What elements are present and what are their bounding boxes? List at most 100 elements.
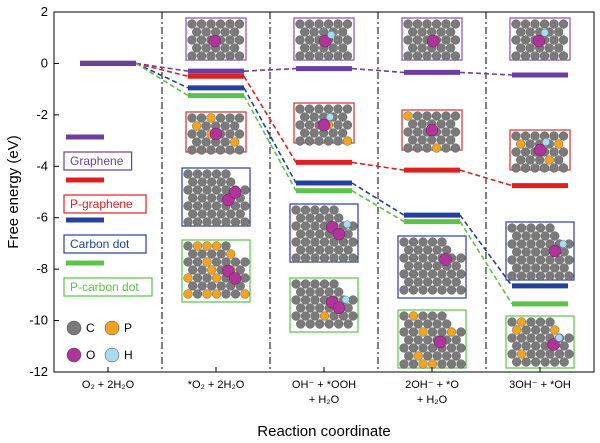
atom-sphere xyxy=(300,311,311,321)
atom-sphere xyxy=(310,295,320,305)
oxygen-atom xyxy=(317,118,331,132)
atom-sphere xyxy=(427,327,438,337)
atom-sphere xyxy=(300,237,311,247)
atom-sphere xyxy=(216,249,226,259)
atom-sphere xyxy=(324,287,334,297)
atom-sphere xyxy=(442,319,452,329)
atom-sphere xyxy=(240,257,250,267)
atom-sphere xyxy=(535,255,546,265)
atom-sphere xyxy=(539,163,550,173)
atom-sphere xyxy=(558,19,569,29)
atom-sphere xyxy=(333,136,343,146)
atom-sphere xyxy=(215,51,226,61)
connector-line xyxy=(459,71,513,76)
atom-sphere xyxy=(315,229,325,239)
atom-sphere xyxy=(450,19,461,29)
oxygen-atom xyxy=(533,143,547,157)
atom-sphere xyxy=(512,341,522,351)
atom-sphere xyxy=(221,241,231,251)
atom-sphere xyxy=(535,271,546,281)
y-tick-label: -6 xyxy=(36,210,48,225)
hydrogen-atom xyxy=(555,333,563,342)
atom-sphere xyxy=(516,27,526,37)
atom-sphere xyxy=(408,119,418,129)
y-axis-title: Free energy (eV) xyxy=(5,135,22,248)
atom-sphere xyxy=(183,241,193,251)
atom-sphere xyxy=(234,113,245,123)
atom-sphere xyxy=(526,255,536,265)
atom-sphere xyxy=(446,43,456,53)
atom-sphere xyxy=(408,135,418,145)
atom-sphere xyxy=(296,229,306,239)
atom-sphere xyxy=(188,281,198,291)
legend-label: Graphene xyxy=(70,154,124,168)
atom-sphere xyxy=(235,209,245,219)
atom-sphere xyxy=(343,245,353,255)
atom-sphere xyxy=(403,19,413,29)
connector-line xyxy=(243,67,297,72)
atom-sphere xyxy=(305,303,315,313)
atom-sphere xyxy=(432,277,442,287)
atom-sphere xyxy=(202,169,212,179)
atom-sphere xyxy=(545,349,555,359)
atom-sphere xyxy=(456,285,466,295)
structure-graphene-1 xyxy=(185,17,247,61)
atom-legend-label: C xyxy=(86,321,95,335)
atom-legend-swatch xyxy=(66,320,82,336)
atom-sphere xyxy=(329,205,339,215)
atom-sphere xyxy=(408,311,419,321)
atom-sphere xyxy=(417,27,427,37)
atom-sphere xyxy=(201,43,211,53)
atom-sphere xyxy=(202,257,212,267)
atom-sphere xyxy=(412,35,423,45)
atom-sphere xyxy=(564,349,574,359)
energy-levels xyxy=(80,60,568,307)
atom-sphere xyxy=(540,263,550,273)
atom-sphere xyxy=(334,287,344,297)
oxygen-atom xyxy=(547,338,560,351)
atom-sphere xyxy=(305,245,315,255)
atom-sphere xyxy=(525,43,535,53)
atom-sphere xyxy=(516,317,527,327)
atom-sphere xyxy=(211,241,222,251)
atom-sphere xyxy=(530,51,540,61)
atom-sphere xyxy=(202,217,212,227)
atom-sphere xyxy=(520,51,531,61)
atom-sphere xyxy=(300,43,310,53)
atom-sphere xyxy=(319,279,330,289)
atom-sphere xyxy=(540,231,550,241)
atom-sphere xyxy=(230,121,240,131)
atom-sphere xyxy=(399,327,409,337)
atom-sphere xyxy=(328,43,338,53)
atom-sphere xyxy=(404,351,414,361)
atom-sphere xyxy=(226,177,236,187)
atom-sphere xyxy=(315,319,325,329)
structure-graphene-3 xyxy=(401,17,463,61)
atom-sphere xyxy=(291,237,301,247)
atom-sphere xyxy=(520,19,531,29)
atom-sphere xyxy=(300,128,310,138)
atom-sphere xyxy=(544,43,554,53)
structure-graphene-2 xyxy=(293,17,355,61)
atom-sphere xyxy=(300,27,310,37)
atom-sphere xyxy=(531,357,541,367)
atom-sphere xyxy=(183,169,193,179)
atom-sphere xyxy=(535,317,546,327)
connector-line xyxy=(351,190,405,223)
atom-sphere xyxy=(188,193,198,203)
atom-sphere xyxy=(305,213,315,223)
oxygen-atom xyxy=(228,186,242,199)
atom-sphere xyxy=(408,285,419,295)
atom-sphere xyxy=(417,135,427,145)
atom-sphere xyxy=(408,343,419,353)
atom-sphere xyxy=(450,143,461,153)
atom-sphere xyxy=(412,143,423,153)
atom-sphere xyxy=(328,128,338,138)
atom-sphere xyxy=(207,193,217,203)
atom-sphere xyxy=(225,35,235,45)
atom-sphere xyxy=(187,129,197,139)
structure-p-carbon-dot-3 xyxy=(397,309,467,369)
oxygen-atom xyxy=(425,123,439,137)
atom-sphere xyxy=(450,111,461,121)
atom-sphere xyxy=(240,273,250,283)
